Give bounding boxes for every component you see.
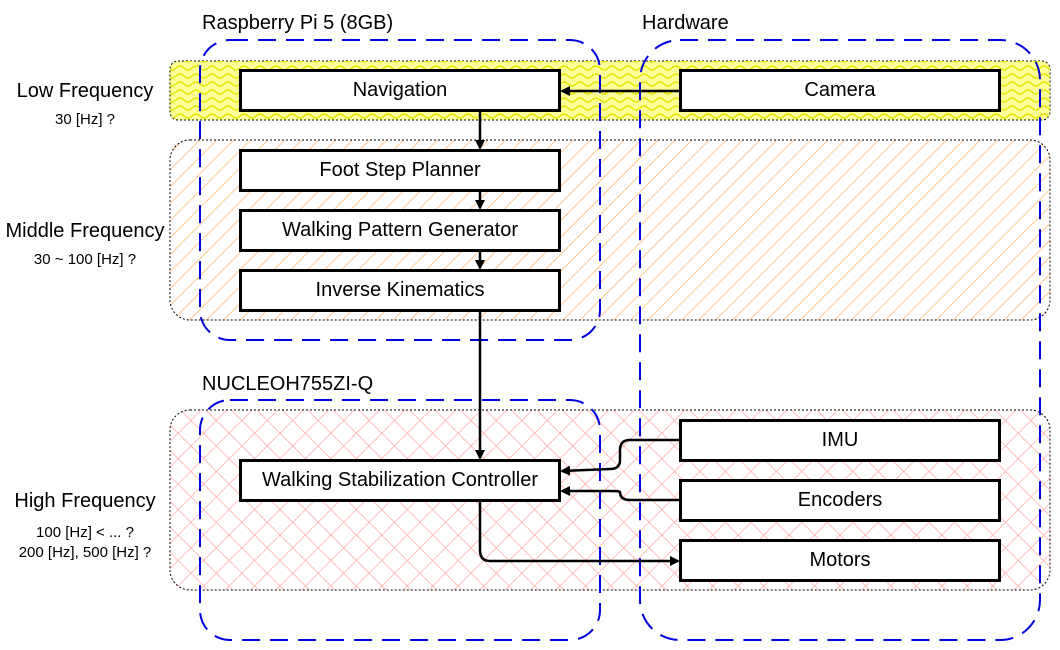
high-frequency-label: High Frequency (14, 490, 156, 512)
stabilization-to-motors-arrow (478, 502, 680, 566)
foot-step-planner-block[interactable]: Foot Step Planner (239, 149, 561, 192)
low-frequency-label: Low Frequency (16, 80, 154, 102)
raspberry-pi-group (199, 39, 601, 341)
nucleo-group (199, 399, 601, 641)
navigation-block[interactable]: Navigation (239, 69, 561, 112)
nucleo-title: NUCLEOH755ZI-Q (202, 373, 374, 395)
middle-frequency-label: Middle Frequency (5, 220, 165, 242)
walking-pattern-generator-block[interactable]: Walking Pattern Generator (239, 209, 561, 252)
low-frequency-rate: 30 [Hz] ? (54, 111, 116, 128)
hardware-group (639, 39, 1041, 641)
motors-block[interactable]: Motors (679, 539, 1001, 582)
imu-to-stabilization-arrow (560, 438, 680, 476)
inverse-kinematics-block[interactable]: Inverse Kinematics (239, 269, 561, 312)
raspberry-pi-title: Raspberry Pi 5 (8GB) (202, 12, 394, 34)
encoders-to-stabilization-arrow (560, 486, 680, 502)
hardware-title: Hardware (642, 12, 729, 34)
imu-block[interactable]: IMU (679, 419, 1001, 462)
walking-stabilization-controller-block[interactable]: Walking Stabilization Controller (239, 459, 561, 502)
encoders-block[interactable]: Encoders (679, 479, 1001, 522)
high-frequency-rate-line2: 200 [Hz], 500 [Hz] ? (18, 544, 152, 561)
high-frequency-rate-line1: 100 [Hz] < ... ? (36, 524, 134, 541)
middle-frequency-rate: 30 ~ 100 [Hz] ? (33, 251, 137, 268)
camera-block[interactable]: Camera (679, 69, 1001, 112)
